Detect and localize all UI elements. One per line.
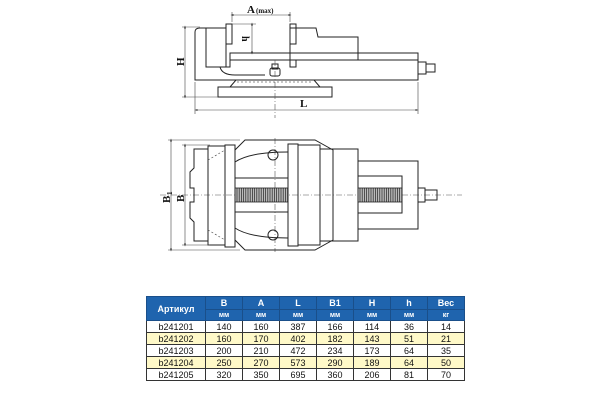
value-cell: 234 [316,344,354,357]
value-cell: 114 [353,320,391,333]
value-cell: 402 [279,332,317,345]
col-header: B [205,296,243,310]
value-cell: 189 [353,356,391,369]
col-header: A [242,296,280,310]
value-cell: 320 [205,368,243,381]
value-cell: 206 [353,368,391,381]
value-cell: 143 [353,332,391,345]
value-cell: 64 [390,344,428,357]
value-cell: 695 [279,368,317,381]
vise-drawing: A (max) h H L [160,4,462,252]
value-cell: 472 [279,344,317,357]
value-cell: 51 [390,332,428,345]
value-cell: 360 [316,368,354,381]
value-cell: 140 [205,320,243,333]
value-cell: 200 [205,344,243,357]
top-view: B 1 B [160,138,462,252]
unit-header: кг [427,309,465,321]
value-cell: 182 [316,332,354,345]
unit-header: мм [316,309,354,321]
bolt-icon [267,229,279,241]
value-cell: 36 [390,320,428,333]
article-cell: b241205 [146,368,206,381]
value-cell: 350 [242,368,280,381]
graduation-scale [237,81,311,83]
dim-B1-label: B [161,195,173,203]
col-header: Вес [427,296,465,310]
article-cell: b241203 [146,344,206,357]
unit-header: мм [390,309,428,321]
value-cell: 170 [242,332,280,345]
value-cell: 387 [279,320,317,333]
value-cell: 270 [242,356,280,369]
col-header: B1 [316,296,354,310]
value-cell: 173 [353,344,391,357]
unit-header: мм [279,309,317,321]
value-cell: 160 [242,320,280,333]
value-cell: 35 [427,344,465,357]
col-header: L [279,296,317,310]
dim-a-label: A [247,4,255,16]
value-cell: 290 [316,356,354,369]
lead-screw [234,187,403,203]
dim-L-label: L [300,98,307,110]
side-view: A (max) h H L [175,4,436,118]
value-cell: 50 [427,356,465,369]
col-header: Артикул [146,296,206,321]
dim-H-label: H [175,57,187,66]
article-cell: b241201 [146,320,206,333]
article-cell: b241202 [146,332,206,345]
value-cell: 64 [390,356,428,369]
dim-B-label: B [175,194,187,202]
dim-a-note: (max) [256,7,274,15]
value-cell: 166 [316,320,354,333]
bolt-icon [267,149,279,161]
value-cell: 70 [427,368,465,381]
unit-header: мм [242,309,280,321]
value-cell: 14 [427,320,465,333]
col-header: h [390,296,428,310]
value-cell: 160 [205,332,243,345]
value-cell: 21 [427,332,465,345]
value-cell: 573 [279,356,317,369]
specs-table: Артикул B A L B1 H h Вес мм мм мм мм мм … [146,296,465,381]
article-cell: b241204 [146,356,206,369]
unit-header: мм [353,309,391,321]
value-cell: 210 [242,344,280,357]
value-cell: 250 [205,356,243,369]
unit-header: мм [205,309,243,321]
col-header: H [353,296,391,310]
value-cell: 81 [390,368,428,381]
dim-B1-subscript: 1 [166,191,174,195]
dim-h-label: h [239,36,250,42]
